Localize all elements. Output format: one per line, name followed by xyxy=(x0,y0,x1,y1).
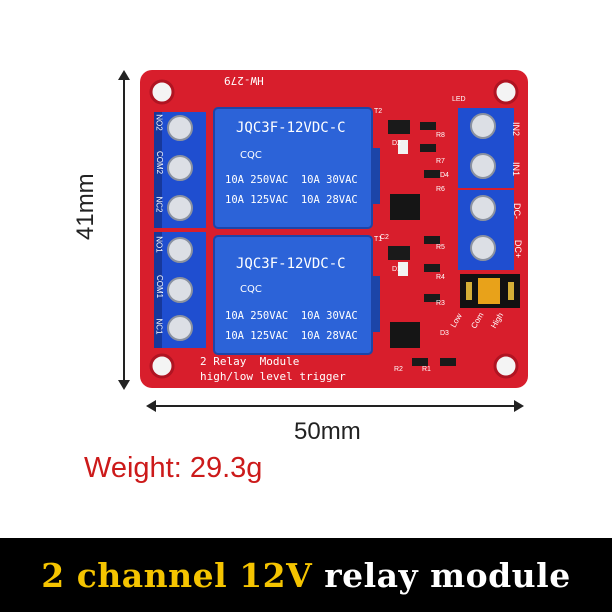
label-r2: R2 xyxy=(394,366,403,373)
relay-2-rating-2: 10A 125VAC 10A 28VAC xyxy=(225,330,358,342)
label-d4: D4 xyxy=(440,172,449,179)
terminal-screw xyxy=(167,237,193,263)
label-r8: R8 xyxy=(436,132,445,139)
right-terminal-block-bottom xyxy=(458,190,514,270)
smd-components xyxy=(388,120,456,366)
optocoupler-chips xyxy=(390,194,420,348)
label-r7: R7 xyxy=(436,158,445,165)
mounting-hole xyxy=(493,353,519,379)
mounting-hole xyxy=(149,353,175,379)
jumper-header xyxy=(460,274,520,308)
label-t1: T1 xyxy=(374,236,383,243)
label-c2: C2 xyxy=(380,234,389,241)
title-banner: 2 channel 12V relay module xyxy=(0,538,612,612)
terminal-screw xyxy=(167,115,193,141)
mounting-hole xyxy=(149,79,175,105)
left-terminal-block-top xyxy=(154,112,206,228)
label-r5: R5 xyxy=(436,244,445,251)
label-t2: T2 xyxy=(374,108,383,115)
label-no1: NO1 xyxy=(154,236,164,253)
relay-1-rating-1: 10A 250VAC 10A 30VAC xyxy=(225,174,358,186)
label-dc-minus: DC- xyxy=(512,203,522,219)
label-com2: COM2 xyxy=(155,150,165,175)
label-r1: R1 xyxy=(422,366,431,373)
resistor xyxy=(424,170,440,178)
label-nc2: NC2 xyxy=(154,196,164,213)
resistor xyxy=(424,264,440,272)
ic-chip xyxy=(390,194,420,220)
relay-1-cert-mark: CQC xyxy=(240,150,262,161)
label-no2: NO2 xyxy=(154,114,164,131)
relay-bottom xyxy=(213,235,380,355)
banner-title: 2 channel 12V relay module xyxy=(41,556,570,595)
banner-accent-text: 2 channel 12V xyxy=(41,555,313,595)
relay-2-model: JQC3F-12VDC-C xyxy=(236,256,346,272)
label-led: LED xyxy=(452,96,466,103)
relay-1-rating-2: 10A 125VAC 10A 28VAC xyxy=(225,194,358,206)
resistor xyxy=(424,294,440,302)
transistor xyxy=(388,246,410,260)
resistor xyxy=(424,236,440,244)
board-silk-title: 2 Relay Module xyxy=(200,355,300,368)
status-leds xyxy=(398,140,408,276)
mounting-holes xyxy=(149,79,519,379)
terminal-screw xyxy=(470,235,496,261)
mounting-hole xyxy=(493,79,519,105)
board-model-label: HW-279 xyxy=(224,74,264,87)
label-r6: R6 xyxy=(436,186,445,193)
label-r4: R4 xyxy=(436,274,445,281)
label-r3: R3 xyxy=(436,300,445,307)
relay-top xyxy=(213,107,380,229)
terminal-screw xyxy=(470,113,496,139)
terminal-screw xyxy=(470,195,496,221)
relay-2-cert-mark: CQC xyxy=(240,284,262,295)
label-d3: D3 xyxy=(440,330,449,337)
ic-chip xyxy=(390,322,420,348)
led xyxy=(398,262,408,276)
label-d2: D2 xyxy=(392,140,401,147)
resistor xyxy=(420,144,436,152)
board-silk-subtitle: high/low level trigger xyxy=(200,370,346,383)
weight-text: Weight: 29.3g xyxy=(84,452,263,484)
terminal-screw xyxy=(167,277,193,303)
component-labels: R8 xyxy=(436,132,466,140)
transistor xyxy=(388,120,410,134)
width-dimension-arrow xyxy=(146,400,524,412)
left-terminal-block-bottom xyxy=(154,232,206,348)
label-nc1: NC1 xyxy=(154,318,164,335)
resistor xyxy=(412,358,428,366)
width-label: 50mm xyxy=(294,418,361,445)
relay-module-board xyxy=(140,70,528,388)
height-label: 41mm xyxy=(72,173,99,240)
terminal-screw xyxy=(167,195,193,221)
resistor xyxy=(420,122,436,130)
resistor xyxy=(440,358,456,366)
relay-2-rating-1: 10A 250VAC 10A 30VAC xyxy=(225,310,358,322)
height-dimension-arrow xyxy=(118,70,130,390)
terminal-screw xyxy=(167,315,193,341)
label-dc-plus: DC+ xyxy=(513,239,524,259)
label-com1: COM1 xyxy=(155,274,165,299)
banner-main-text: relay module xyxy=(324,555,571,595)
terminal-screw xyxy=(470,153,496,179)
label-d1: D1 xyxy=(392,266,401,273)
led xyxy=(398,140,408,154)
relay-1-model: JQC3F-12VDC-C xyxy=(236,120,346,136)
right-terminal-block-top xyxy=(458,108,514,188)
label-in1: IN1 xyxy=(511,161,522,177)
label-in2: IN2 xyxy=(511,121,522,137)
terminal-screw xyxy=(167,155,193,181)
